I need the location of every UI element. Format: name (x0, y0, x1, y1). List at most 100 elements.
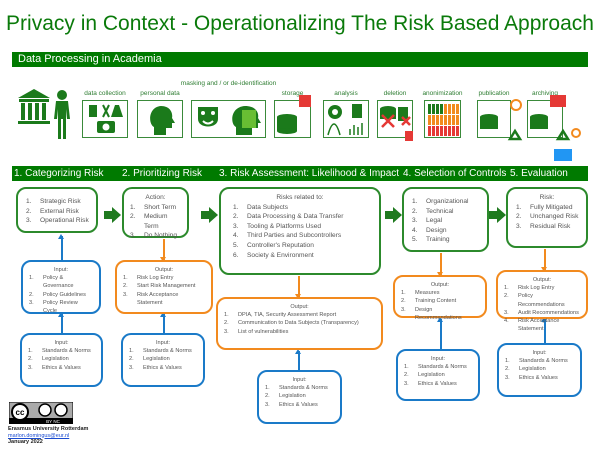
item-number: 1. (123, 275, 128, 282)
item-number: 1. (505, 358, 510, 365)
box-title: Risks related to: (276, 194, 324, 201)
list-item: 3.Operational Risk (26, 216, 90, 226)
people-grid-icon (428, 104, 459, 136)
list-item: 2.Technical (412, 207, 481, 217)
archive-recycle-icon (530, 95, 581, 161)
item-number: 1. (224, 312, 229, 319)
item-text: Standards & Norms (279, 385, 328, 392)
list-item: 1.Organizational (412, 197, 481, 207)
item-text: Standards & Norms (143, 348, 192, 355)
item-number: 3. (401, 306, 406, 313)
item-number: 3. (129, 364, 134, 371)
arrow-down-icon (541, 249, 547, 272)
item-text: Legislation (279, 393, 306, 400)
box-title: Risk: (539, 194, 555, 201)
stage-label: publication (478, 90, 510, 97)
arrow-right-icon (489, 207, 506, 223)
stage-label: archiving (531, 90, 558, 97)
list-item: 1.Risk Log Entry (504, 284, 580, 292)
item-number: 2. (265, 393, 270, 400)
item-number: 2. (123, 283, 128, 290)
item-text: Design Recommendations (415, 306, 462, 321)
item-number: 1. (233, 203, 239, 211)
item-text: Standards & Norms (519, 358, 568, 365)
list-item: 3. Ethics & Values (129, 364, 197, 372)
list-item: 4.Risk Acceptance Statement (504, 317, 580, 333)
arrow-down-icon (295, 276, 301, 299)
list-item: 2.Communication to Data Subjects (Transp… (224, 319, 375, 327)
list-item: 6.Society & Environment (233, 251, 373, 261)
list-item: 2.Legislation (28, 355, 95, 363)
footer-date: January 2022 (8, 439, 43, 445)
list-item: 2. Legislation (265, 392, 334, 400)
process-steps-bar: 1. Categorizing Risk 2. Prioritizing Ris… (12, 166, 588, 181)
item-number: 2. (29, 291, 34, 298)
box-title: Output: (290, 304, 309, 310)
box-title: Output: (154, 267, 174, 273)
item-text: Ethics & Values (42, 364, 81, 371)
item-text: Data Subjects (247, 203, 289, 211)
box-title: Input: (292, 377, 307, 383)
item-number: 3. (516, 222, 522, 230)
footer-email-link[interactable]: marlon.domingus@eur.nl (8, 432, 70, 439)
item-number: 1. (404, 364, 409, 371)
item-number: 5. (412, 236, 418, 244)
stage-icon-box (377, 100, 413, 141)
stage-icon-box (527, 95, 581, 161)
list-item: 5.Controller's Reputation (233, 241, 373, 251)
item-text: Legislation (143, 356, 170, 363)
list-item: 2.Medium Term (130, 212, 181, 231)
item-text: Policy Guidelines (43, 291, 86, 298)
item-text: Ethics & Values (143, 364, 182, 371)
item-number: 3. (28, 364, 33, 371)
item-text: Policy Recommendations (518, 293, 565, 308)
item-number: 1. (29, 275, 34, 282)
output-box-out3: Output:1.DPIA, TIA, Security Assessment … (216, 297, 383, 350)
item-number: 3. (123, 291, 128, 298)
footer: Erasmus University Rotterdam marlon.domi… (8, 426, 88, 446)
item-number: 3. (504, 309, 509, 316)
item-number: 2. (516, 213, 522, 221)
university-person-icon (18, 89, 70, 139)
list-item: 3. Design Recommendations (401, 306, 479, 322)
step-4-heading: 4. Selection of Controls (403, 168, 507, 179)
box-title: Output: (430, 282, 450, 288)
stage-icon-box (323, 100, 369, 138)
item-text: Design (426, 226, 447, 234)
box-title: Input: (54, 340, 69, 346)
list-item: 1.Policy & Governance (29, 274, 93, 290)
list-item: 2.Policy Recommendations (504, 292, 580, 308)
list-item: 1.DPIA, TIA, Security Assessment Report (224, 311, 375, 319)
item-number: 3. (26, 217, 32, 225)
item-number: 2. (129, 356, 134, 363)
footer-organization: Erasmus University Rotterdam (8, 426, 89, 432)
item-text: Medium Term (144, 213, 168, 230)
head-icon (150, 106, 175, 135)
database-icon (277, 95, 311, 134)
box-title: Input: (431, 356, 445, 362)
item-number: 2. (26, 207, 32, 215)
list-item: 2. Unchanged Risk (516, 212, 580, 222)
item-text: Tooling & Platforms Used (247, 222, 322, 230)
item-text: Start Risk Management (137, 283, 196, 290)
item-text: Ethics & Values (279, 401, 318, 408)
item-text: Unchanged Risk (530, 213, 579, 221)
box-title: Action: (145, 194, 166, 201)
list-item: 1.Standards & Norms (129, 347, 197, 355)
box-title: Input: (54, 267, 68, 273)
